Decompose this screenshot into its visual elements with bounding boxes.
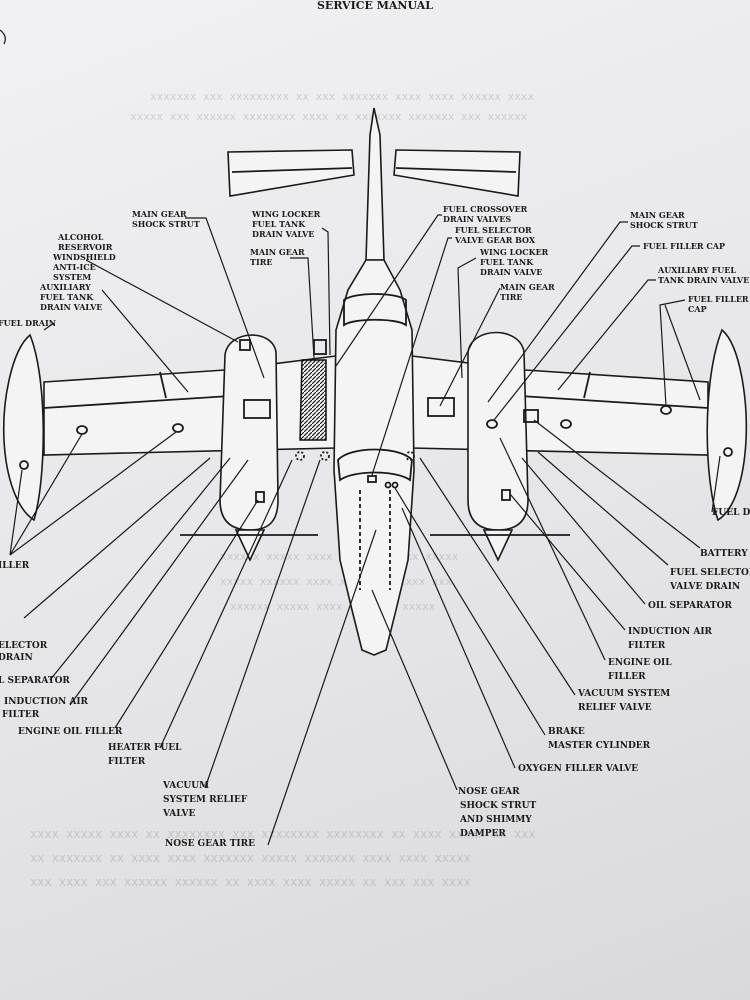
svg-text:xxxxx xxx xxxxxx xxxxxxxx xxxx: xxxxx xxx xxxxxx xxxxxxxx xxxx xx xxxxxx… (130, 110, 528, 123)
label-aux-fuel-tank-drain-left: AUXILIARY FUEL TANK DRAIN VALVE (39, 282, 102, 312)
label-oil-separator-right: OIL SEPARATOR (648, 601, 732, 611)
nose-section (337, 448, 413, 482)
label-nose-gear-tire: NOSE GEAR TIRE (165, 839, 255, 849)
right-spinner (482, 529, 514, 562)
label-battery: BATTERY (700, 549, 748, 559)
label-engine-oil-filler-left: ENGINE OIL FILLER (18, 727, 123, 737)
label-fuel-crossover: FUEL CROSSOVER DRAIN VALVES (443, 204, 530, 224)
label-main-gear-tire-left: MAIN GEAR TIRE (250, 247, 307, 267)
svg-text:xxxx xxxxx xxxx xx xxxxxxxx xx: xxxx xxxxx xxxx xx xxxxxxxx xxx xxxxxxxx… (30, 827, 536, 841)
callout-labels: MAIN GEAR SHOCK STRUT ALCOHOL RESERVOIR … (0, 204, 750, 849)
page-corner-mark (0, 29, 6, 45)
label-fuel-filler-cap: FUEL FILLER CAP (643, 241, 725, 251)
label-main-gear-shock-strut-left: MAIN GEAR SHOCK STRUT (132, 209, 200, 229)
svg-text:xx xxxxxxx xx xxxx xxxx xxxxxx: xx xxxxxxx xx xxxx xxxx xxxxxxx xxxxx xx… (30, 851, 471, 865)
svg-text:xxx xxxx xxx xxxxxx xxxxxx xx: xxx xxxx xxx xxxxxx xxxxxx xx xxxx xxxx … (30, 875, 471, 889)
label-oxygen-filler-valve: OXYGEN FILLER VALVE (518, 764, 638, 774)
label-main-gear-shock-strut-right: MAIN GEAR SHOCK STRUT (630, 210, 698, 230)
label-vacuum-relief-left: VACUUM SYSTEM RELIEF VALVE (162, 781, 250, 819)
label-heater-fuel-filter: HEATER FUEL FILTER (108, 743, 185, 767)
label-filler-left: ILLER (0, 561, 30, 571)
right-stabilizer (393, 149, 521, 197)
label-oil-separator-left: L SEPARATOR (0, 676, 70, 686)
svg-text:xxxxx xxxxxx xxxx xxxxxx: xxxxx xxxxxx xxxx xxxxxxxx xxxx xxx (220, 575, 452, 588)
label-brake-master-cylinder: BRAKE MASTER CYLINDER (548, 727, 651, 751)
wheel-well-hatched (299, 359, 327, 441)
label-vacuum-relief-right: VACUUM SYSTEM RELIEF VALVE (577, 689, 673, 713)
label-fuel-selector-drain-right: FUEL SELECTOR VALVE DRAIN (669, 568, 750, 592)
page-title: SERVICE MANUAL (317, 0, 433, 12)
label-nose-gear-shock: NOSE GEAR SHOCK STRUT AND SHIMMY DAMPER (458, 787, 539, 839)
label-selector-drain-left: ELECTOR DRAIN (0, 641, 50, 663)
label-main-gear-tire-right: MAIN GEAR TIRE (500, 282, 557, 302)
left-engine-nacelle (219, 334, 279, 531)
label-fuel-filler-cap-tip: FUEL FILLER CAP (688, 294, 750, 314)
leader-lines (9, 214, 721, 846)
left-tip-tank (2, 333, 45, 522)
windshield (343, 293, 407, 327)
label-aux-fuel-tank-drain-right: AUXILIARY FUEL TANK DRAIN VALVE (657, 265, 749, 285)
label-fuel-selector-gear-box: FUEL SELECTOR VALVE GEAR BOX (454, 225, 536, 245)
left-stabilizer (227, 149, 355, 197)
label-fuel-drain-right: FUEL D (712, 508, 750, 518)
vertical-fin (365, 107, 385, 261)
label-fuel-drain-left: FUEL DRAIN (0, 318, 56, 328)
svg-text:xxxxxxx xxx xxxxxxxxx xx xxx x: xxxxxxx xxx xxxxxxxxx xx xxx xxxxxxx xxx… (150, 90, 534, 103)
label-alcohol-reservoir: ALCOHOL RESERVOIR WINDSHIELD ANTI-ICE SY… (52, 232, 119, 282)
label-engine-oil-filler-right: ENGINE OIL FILLER (608, 658, 675, 682)
right-engine-nacelle (467, 331, 529, 531)
aircraft-outline (2, 107, 748, 656)
label-wing-locker-drain-left: WING LOCKER FUEL TANK DRAIN VALVE (251, 209, 323, 239)
label-induction-air-filter-left: INDUCTION AIR FILTER (2, 697, 91, 720)
right-tip-tank (706, 328, 748, 522)
label-wing-locker-drain-right: WING LOCKER FUEL TANK DRAIN VALVE (479, 247, 551, 277)
svg-text:xxxxxx xxxxx xxxx xxxxxx: xxxxxx xxxxx xxxx xxxxxxx xxxxx (230, 600, 436, 613)
label-induction-air-filter-right: INDUCTION AIR FILTER (628, 627, 715, 651)
